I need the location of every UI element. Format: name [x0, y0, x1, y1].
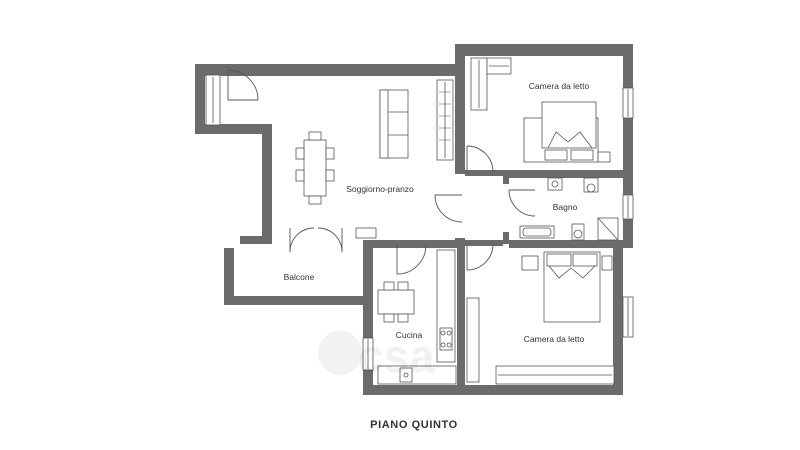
wall-entry-bottom	[195, 124, 265, 134]
label-living: Soggiorno-pranzo	[346, 184, 414, 194]
wall-balcony-bottom	[224, 296, 363, 305]
dining-table	[295, 131, 335, 205]
wall-kitchen-left	[363, 240, 373, 395]
wall-living-bottomleft	[240, 236, 272, 244]
door-balcony	[289, 227, 343, 253]
bed-bottom	[521, 251, 613, 323]
label-bedroom-top: Camera da letto	[529, 81, 590, 91]
wardrobe-living	[436, 79, 454, 161]
label-bedroom-bottom: Camera da letto	[524, 334, 585, 344]
wall-bottom	[363, 385, 613, 395]
watermark-text: csa	[358, 330, 435, 382]
door-entry	[227, 69, 259, 101]
nightstand-right	[601, 255, 613, 271]
wall-living-top	[195, 64, 463, 76]
wall-bedroom-top	[455, 44, 633, 56]
bathroom-fixtures	[519, 177, 619, 241]
label-kitchen: Cucina	[396, 330, 423, 340]
wardrobe-bedroom-top	[470, 57, 512, 111]
floor-title: PIANO QUINTO	[370, 419, 458, 431]
wardrobe-bedroom-bottom	[495, 365, 615, 385]
doors	[227, 69, 536, 275]
wall-kitchen-right	[457, 240, 465, 385]
watermark: csa	[318, 330, 435, 382]
wall-bath-left-a	[503, 170, 509, 184]
wall-bedroom-left	[455, 44, 465, 174]
label-balcony: Balcone	[284, 272, 315, 282]
wall-bath-bottom	[509, 240, 633, 248]
wall-entry-left	[195, 64, 205, 132]
door-kitchen	[396, 244, 427, 275]
nightstand-left	[521, 255, 539, 271]
label-bathroom: Bagno	[553, 202, 578, 212]
door-bedroom-top	[466, 145, 494, 173]
hall-shelf	[466, 297, 480, 383]
sofa	[379, 89, 409, 159]
wall-hall-top	[465, 170, 503, 176]
kitchen-counter	[436, 249, 456, 363]
kitchen-table	[377, 281, 415, 323]
room-labels: Soggiorno-pranzo Camera da letto Bagno B…	[284, 81, 590, 344]
wall-hall-corner	[455, 238, 465, 248]
wall-right-upper	[623, 44, 633, 248]
furniture	[295, 57, 619, 385]
wall-right-lower	[613, 248, 623, 395]
wall-bath-left-b	[503, 232, 509, 244]
door-bedroom-bottom	[466, 243, 494, 271]
kitchen-sink-counter	[377, 365, 457, 385]
windows	[205, 74, 634, 371]
wall-living-left	[262, 124, 272, 240]
bed-top	[523, 101, 611, 163]
door-bathroom	[508, 189, 536, 217]
wall-kitchen-top	[373, 240, 463, 248]
walls	[195, 44, 633, 395]
wall-hall-bottom	[465, 240, 503, 246]
wall-bath-top	[503, 170, 633, 178]
door-living-hall	[434, 194, 463, 223]
wall-balcony-left	[224, 248, 234, 305]
radiator-living	[355, 227, 377, 239]
